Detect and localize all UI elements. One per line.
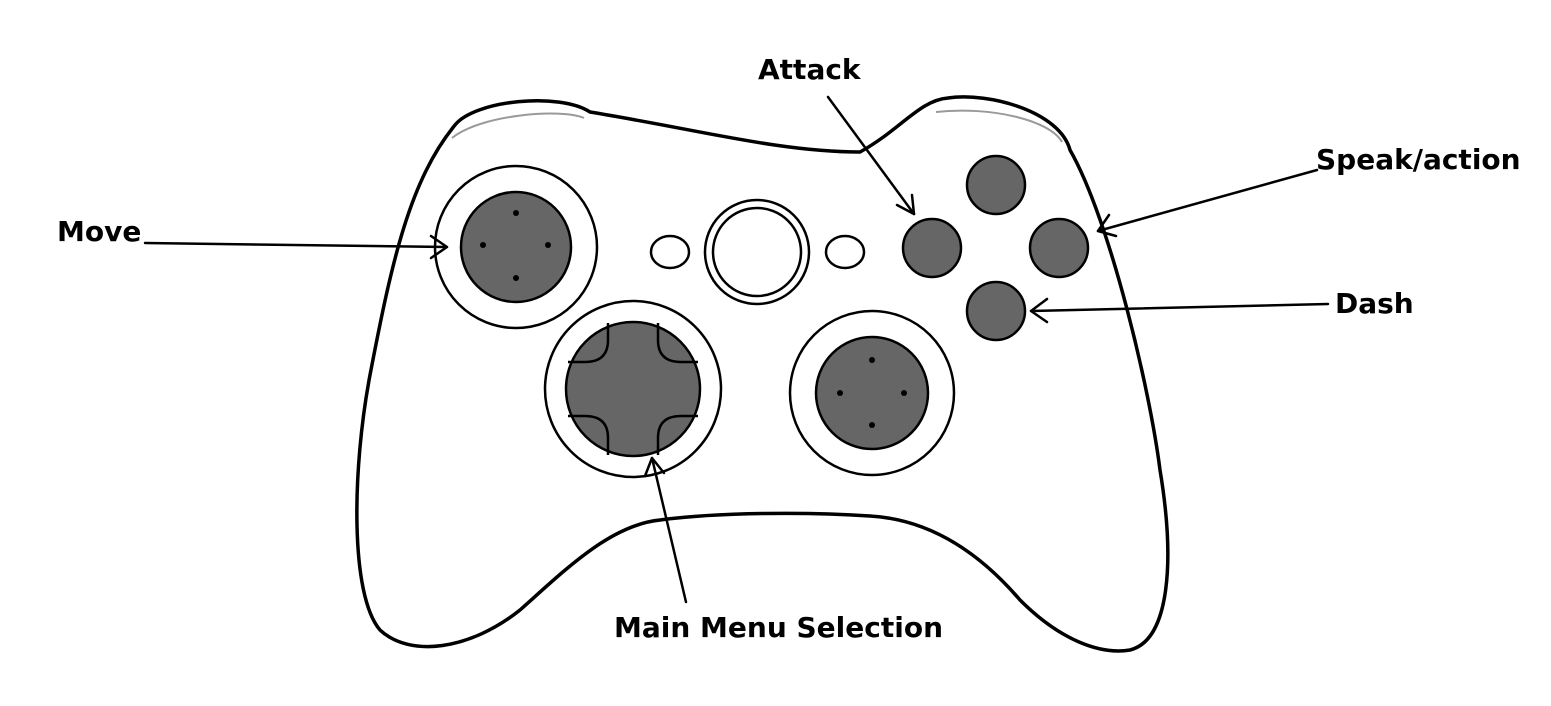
right-bumper	[935, 109, 1063, 143]
main-menu-selection-label: Main Menu Selection	[614, 611, 943, 644]
speak-action-arrow	[1096, 168, 1319, 238]
left-bumper	[451, 112, 585, 139]
d-pad[interactable]	[543, 299, 723, 479]
attack-label: Attack	[758, 53, 861, 86]
guide-button[interactable]	[703, 198, 811, 306]
face-button-top[interactable]	[965, 154, 1027, 216]
right-analog-stick[interactable]	[788, 309, 956, 477]
dash-label: Dash	[1335, 287, 1414, 320]
start-button[interactable]	[824, 234, 866, 270]
move-label: Move	[57, 215, 142, 248]
face-button-left[interactable]	[901, 217, 963, 279]
left-analog-stick[interactable]	[433, 164, 599, 330]
move-arrow	[143, 234, 449, 260]
dash-arrow	[1029, 297, 1330, 324]
attack-arrow	[826, 95, 916, 216]
face-button-right[interactable]	[1028, 217, 1090, 279]
speak-action-label: Speak/action	[1316, 143, 1521, 176]
back-button[interactable]	[649, 234, 691, 270]
face-button-bottom[interactable]	[965, 280, 1027, 342]
main-menu-arrow	[643, 456, 688, 604]
